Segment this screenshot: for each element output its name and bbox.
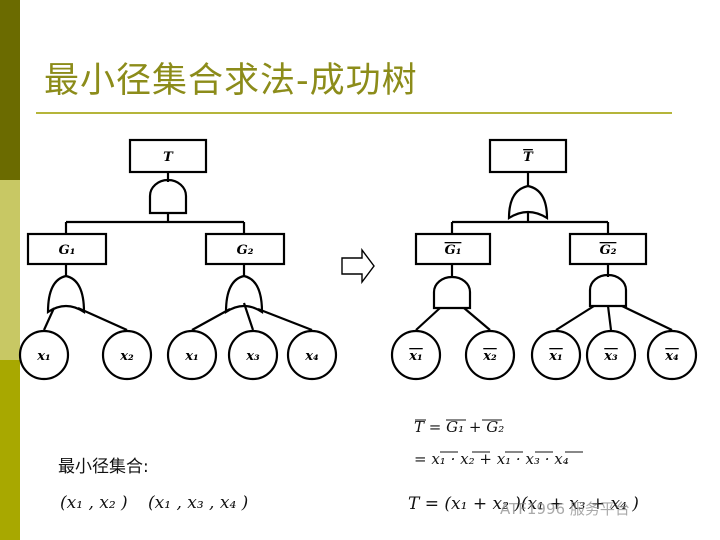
slide-title: 最小径集合求法-成功树	[44, 61, 418, 101]
left-event-circle-x4	[286, 329, 338, 381]
right-gate1-label: G₁	[445, 243, 462, 258]
right-event-circle-x2	[464, 329, 516, 381]
title-divider	[36, 112, 672, 114]
right-event-label-x4: x₄	[664, 349, 679, 364]
left-or-gate-2	[224, 274, 264, 315]
left-and-gate	[148, 178, 188, 215]
left-gate2-label: G₂	[237, 243, 254, 258]
left-top-event-label: T	[163, 150, 174, 165]
left-gate1-label: G₁	[59, 243, 76, 258]
left-event-label-x2: x₂	[119, 349, 134, 364]
right-event-circle-x1	[390, 329, 442, 381]
left-or-gate-1	[46, 274, 86, 315]
right-gate2-label: G₂	[600, 243, 617, 258]
equation-line-1: T = G₁ + G₂	[414, 418, 505, 436]
right-event-circle-x1b	[530, 329, 582, 381]
left-event-label-x1b: x₁	[184, 349, 198, 364]
right-event-label-x2: x₂	[482, 349, 497, 364]
right-event-label-x1b: x₁	[548, 349, 562, 364]
transform-arrow-icon	[341, 247, 375, 285]
left-event-circle-x1	[18, 329, 70, 381]
right-event-label-x3: x₃	[603, 349, 618, 364]
side-bar-light	[0, 180, 20, 360]
left-event-label-x3: x₃	[245, 349, 260, 364]
side-bar-olive	[0, 360, 20, 540]
right-and-gate-2	[588, 273, 628, 308]
left-event-circle-x2	[101, 329, 153, 381]
right-event-label-x1: x₁	[408, 349, 422, 364]
right-top-event-label: T	[523, 150, 534, 165]
left-event-circle-x3	[227, 329, 279, 381]
right-and-gate-1	[432, 275, 472, 310]
watermark: ATF1996 服务平台	[500, 500, 630, 518]
right-event-circle-x4	[646, 329, 698, 381]
right-event-circle-x3	[585, 329, 637, 381]
left-event-circle-x1b	[166, 329, 218, 381]
side-bar-dark	[0, 0, 20, 180]
equation-line-2: = x₁ · x₂ + x₁ · x₃ · x₄	[414, 450, 569, 468]
minimal-path-set-label: 最小径集合:	[58, 457, 149, 477]
path-set-2: (x₁ , x₃ , x₄ )	[148, 493, 249, 513]
equation-line-3: T = (x₁ + x₂ )(x₁ + x₃ + x₄ )	[408, 494, 639, 514]
left-event-label-x4: x₄	[304, 349, 319, 364]
left-event-label-x1: x₁	[36, 349, 50, 364]
path-set-1: (x₁ , x₂ )	[60, 493, 128, 513]
